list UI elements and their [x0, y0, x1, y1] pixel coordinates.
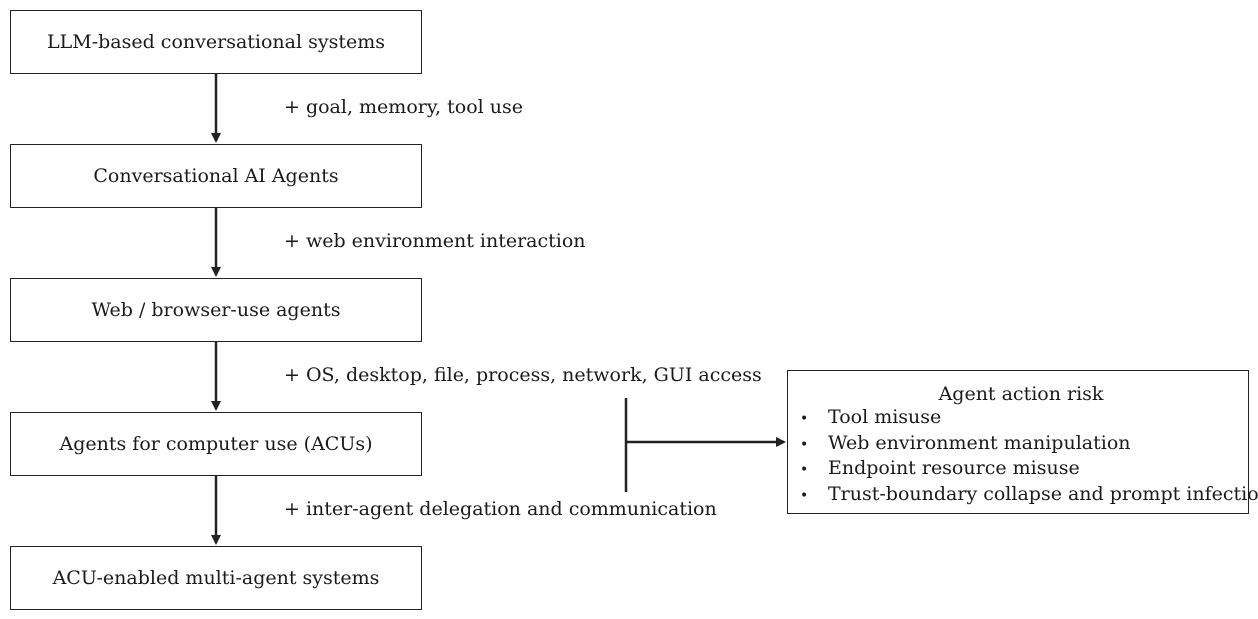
risk-panel: Agent action risk • Tool misuse • Web en… [787, 370, 1258, 514]
transition-label-web-interaction: + web environment interaction [284, 230, 586, 252]
risk-item-label: Trust-boundary collapse and prompt infec… [828, 482, 1258, 505]
stage-box-acus: Agents for computer use (ACUs) [10, 412, 422, 476]
stage-label: Web / browser-use agents [91, 298, 341, 321]
risk-item-trust-boundary: • Trust-boundary collapse and prompt inf… [800, 483, 1258, 509]
transition-label-os-access: + OS, desktop, file, process, network, G… [284, 364, 762, 386]
risk-item-tool-misuse: • Tool misuse [800, 406, 1242, 432]
bullet-icon: • [800, 411, 809, 427]
stage-box-acu-multi-agent-systems: ACU-enabled multi-agent systems [10, 546, 422, 610]
risk-list: • Tool misuse • Web environment manipula… [800, 406, 1258, 509]
bullet-icon: • [800, 487, 809, 504]
stage-label: LLM-based conversational systems [47, 30, 385, 53]
stage-label: Agents for computer use (ACUs) [59, 432, 373, 455]
risk-item-label: Web environment manipulation [828, 431, 1131, 454]
transition-label-goal-memory-tools: + goal, memory, tool use [284, 96, 523, 118]
bullet-icon: • [800, 436, 809, 453]
stage-box-conversational-ai-agents: Conversational AI Agents [10, 144, 422, 208]
risk-item-label: Tool misuse [828, 406, 942, 428]
risk-panel-title: Agent action risk [938, 383, 1104, 405]
stage-box-web-browser-agents: Web / browser-use agents [10, 278, 422, 342]
risk-item-label: Endpoint resource misuse [828, 457, 1080, 479]
risk-item-endpoint-misuse: • Endpoint resource misuse [800, 457, 1242, 483]
risk-item-web-manipulation: • Web environment manipulation [800, 432, 1242, 458]
transition-label-inter-agent: + inter-agent delegation and communicati… [284, 498, 717, 520]
stage-box-llm-conversational-systems: LLM-based conversational systems [10, 10, 422, 74]
bullet-icon: • [800, 462, 809, 478]
stage-label: Conversational AI Agents [93, 164, 339, 187]
stage-label: ACU-enabled multi-agent systems [52, 566, 380, 589]
